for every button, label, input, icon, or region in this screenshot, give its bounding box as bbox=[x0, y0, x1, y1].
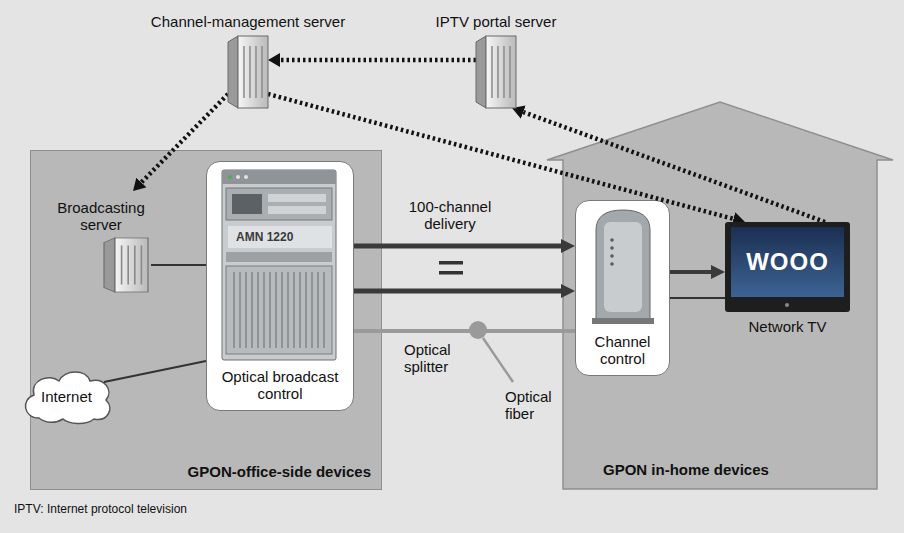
server-icon bbox=[228, 36, 268, 108]
text-holder: Network TV bbox=[748, 318, 826, 335]
text-holder: Internet bbox=[19, 366, 114, 426]
text-holder: GPON-office-side devices bbox=[188, 463, 371, 480]
annotation-label: 100-channel delivery bbox=[395, 198, 505, 232]
server-icon bbox=[476, 36, 516, 108]
server-node: IPTV portal server bbox=[476, 36, 516, 108]
broadcast-device bbox=[268, 194, 326, 202]
house-outline bbox=[547, 102, 893, 489]
tv-set: WOOONetwork TV bbox=[725, 222, 850, 312]
broadcast-device bbox=[222, 170, 336, 360]
tv-illustration bbox=[725, 222, 850, 312]
broadcast-device bbox=[244, 175, 248, 179]
server-node: Broadcasting server bbox=[51, 191, 151, 295]
leader-line bbox=[483, 338, 513, 382]
terminal-device bbox=[610, 262, 614, 266]
node-label: GPON in-home devices bbox=[603, 461, 769, 478]
server-icon bbox=[104, 238, 148, 292]
text-holder: Broadcasting server bbox=[51, 199, 151, 233]
office-side-group: GPON-office-side devices Broadcasting ser… bbox=[30, 150, 382, 490]
text-holder: IPTV: Internet protocol television bbox=[14, 502, 414, 516]
broadcast-device bbox=[236, 175, 240, 179]
terminal-device bbox=[596, 210, 650, 322]
text-holder: WOOO bbox=[731, 227, 844, 297]
node-label: Optical broadcast control bbox=[213, 368, 347, 402]
text-holder: 100-channel delivery bbox=[395, 198, 505, 232]
splitter-symbol bbox=[469, 321, 487, 339]
text-holder: AMN 1220 bbox=[236, 230, 306, 244]
node-label: Channel-management server bbox=[151, 13, 345, 30]
terminal-device bbox=[610, 254, 614, 258]
cloud-shape: Internet bbox=[19, 366, 114, 426]
tv-illustration bbox=[731, 227, 844, 297]
link-line bbox=[151, 264, 206, 266]
fiber-line bbox=[354, 329, 575, 333]
delivery-arrow bbox=[354, 289, 561, 294]
broadcast-device bbox=[234, 272, 324, 348]
link-line bbox=[104, 361, 206, 382]
dotted-arrow bbox=[523, 112, 825, 222]
server-node: Channel-management server bbox=[228, 36, 268, 108]
annotation-label: IPTV: Internet protocol television bbox=[14, 502, 414, 516]
brand-logo: WOOO bbox=[746, 248, 829, 276]
device-box: Channel control bbox=[575, 200, 670, 376]
broadcast-device bbox=[226, 252, 332, 262]
house-outline: GPON in-home devicesChannel controlWOOON… bbox=[545, 100, 895, 490]
device-box: Optical broadcast control bbox=[206, 161, 354, 411]
annotation-label: Optical fiber bbox=[505, 388, 567, 422]
broadcast-device bbox=[268, 206, 326, 214]
text-holder: GPON in-home devices bbox=[603, 461, 769, 478]
text-holder: Channel-management server bbox=[151, 13, 345, 30]
dotted-arrow bbox=[280, 58, 476, 63]
annotation-label: AMN 1220 bbox=[236, 230, 306, 244]
multi-channel-symbol bbox=[439, 271, 463, 275]
tv-illustration bbox=[725, 222, 850, 312]
broadcast-device bbox=[228, 175, 232, 179]
cloud-shape bbox=[25, 372, 109, 424]
dotted-arrow bbox=[141, 94, 228, 182]
signal-arrow bbox=[670, 270, 711, 274]
node-label: IPTV portal server bbox=[436, 13, 557, 30]
text-holder: Channel control bbox=[582, 333, 663, 367]
broadcast-device bbox=[226, 188, 332, 220]
terminal-device bbox=[592, 210, 654, 324]
multi-channel-symbol bbox=[439, 261, 463, 265]
terminal-device bbox=[610, 246, 614, 250]
text-holder: IPTV portal server bbox=[436, 13, 557, 30]
terminal-device bbox=[604, 222, 642, 312]
broadcast-device bbox=[228, 226, 332, 248]
terminal-device bbox=[610, 238, 614, 242]
multi-channel-symbol bbox=[439, 261, 463, 275]
text-holder: Optical broadcast control bbox=[213, 368, 347, 402]
tv-illustration bbox=[785, 303, 789, 307]
link-line bbox=[670, 297, 725, 299]
text-holder: Optical splitter bbox=[404, 341, 468, 375]
node-label: Internet bbox=[41, 388, 92, 405]
node-label: Channel control bbox=[582, 333, 663, 367]
dotted-arrow bbox=[268, 94, 733, 219]
broadcast-device bbox=[222, 170, 336, 184]
node-label: GPON-office-side devices bbox=[188, 463, 371, 480]
terminal-device bbox=[592, 318, 654, 324]
connector-group bbox=[104, 60, 825, 382]
broadcast-device bbox=[226, 266, 332, 354]
broadcast-device bbox=[232, 194, 262, 214]
broadcast-device bbox=[222, 170, 336, 360]
server-icon bbox=[104, 238, 148, 292]
delivery-arrow bbox=[354, 244, 561, 249]
text-holder: Optical fiber bbox=[505, 388, 567, 422]
node-label: Network TV bbox=[748, 318, 826, 335]
node-label: Broadcasting server bbox=[51, 199, 151, 233]
annotation-label: Optical splitter bbox=[404, 341, 468, 375]
